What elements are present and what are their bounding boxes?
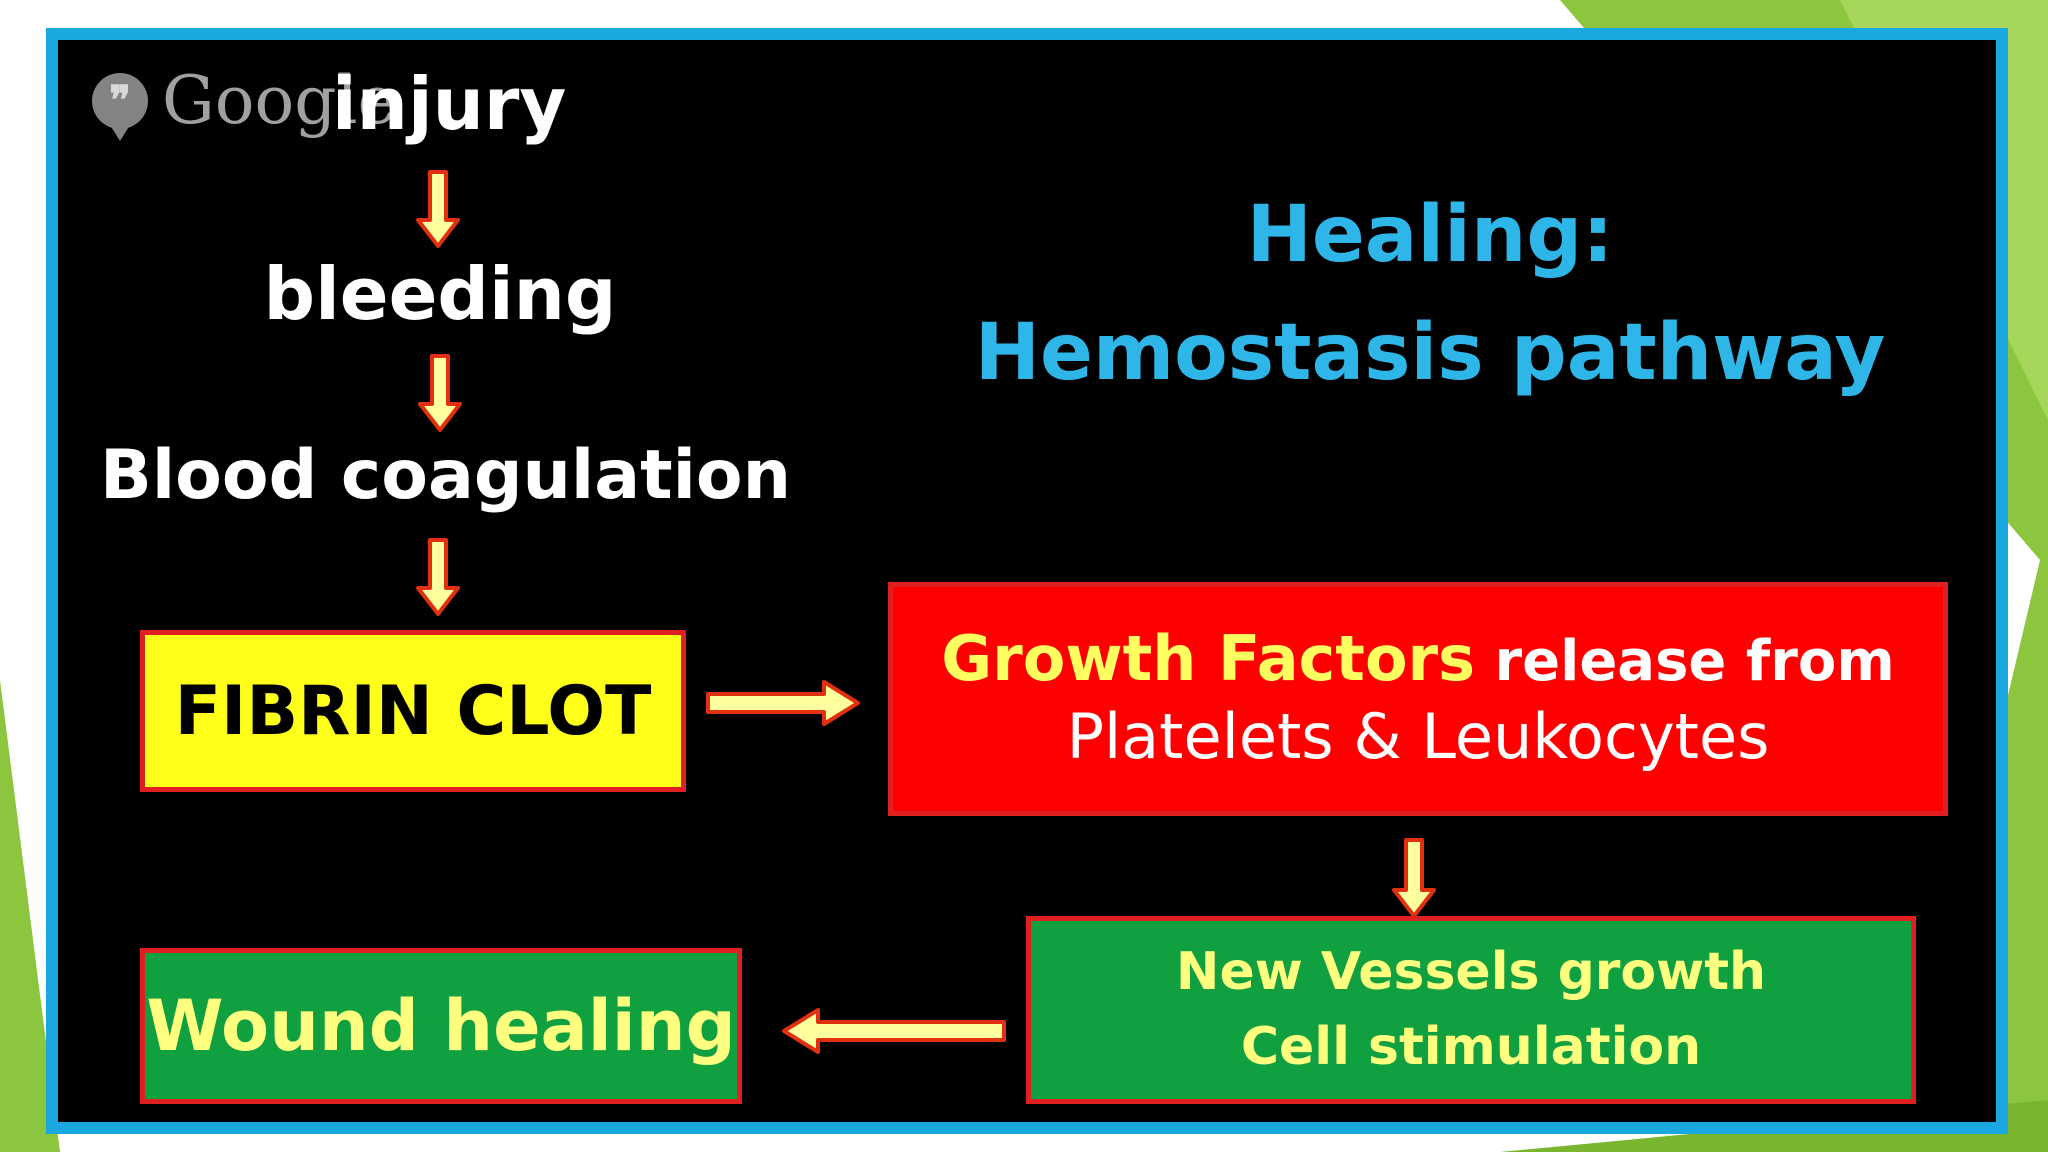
hangouts-quote-icon: ❞	[92, 72, 148, 141]
arrow-down-icon	[416, 538, 460, 616]
growth-factors-line-2: Platelets & Leukocytes	[1066, 700, 1770, 774]
title-line-1: Healing:	[1246, 190, 1614, 280]
new-vessels-line-1: New Vessels growth	[1175, 941, 1767, 1002]
title-line-2: Hemostasis pathway	[974, 308, 1886, 398]
google-watermark: ❞ Google	[92, 62, 397, 141]
step-blood-coagulation: Blood coagulation	[100, 436, 792, 515]
arrow-left-icon	[782, 1008, 1006, 1054]
arrow-right-icon	[706, 680, 860, 726]
arrow-down-icon	[418, 354, 462, 432]
step-bleeding: bleeding	[263, 252, 617, 336]
growth-factors-box: Growth Factors release from Platelets & …	[888, 582, 1948, 816]
growth-factors-rest: release from	[1475, 628, 1895, 694]
arrow-down-icon	[1392, 838, 1436, 918]
new-vessels-line-2: Cell stimulation	[1240, 1017, 1702, 1077]
fibrin-clot-box: FIBRIN CLOT	[140, 630, 686, 792]
wound-healing-box: Wound healing	[140, 948, 742, 1104]
wound-healing-label: Wound healing	[146, 985, 736, 1067]
fibrin-clot-label: FIBRIN CLOT	[174, 671, 652, 751]
watermark-text: Google	[162, 62, 397, 139]
new-vessels-box: New Vessels growth Cell stimulation	[1026, 916, 1916, 1104]
growth-factors-highlight: Growth Factors	[941, 621, 1476, 695]
growth-factors-line-1: Growth Factors release from	[941, 620, 1894, 698]
arrow-down-icon	[416, 170, 460, 248]
step-injury: injury	[332, 62, 567, 146]
